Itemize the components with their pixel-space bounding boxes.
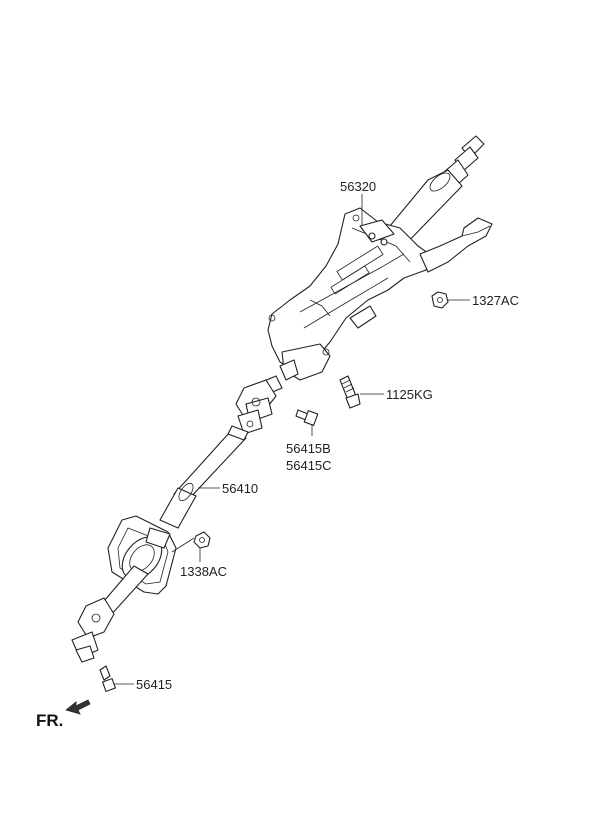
leader-lines xyxy=(114,194,470,685)
label-56415c: 56415C xyxy=(286,458,332,473)
label-56320: 56320 xyxy=(340,179,376,194)
label-56415b: 56415B xyxy=(286,441,331,456)
lower-universal-joint xyxy=(71,565,149,663)
intermediate-shaft xyxy=(159,425,249,529)
label-fr: FR. xyxy=(36,711,63,730)
label-1338ac: 1338AC xyxy=(180,564,227,579)
label-1125kg: 1125KG xyxy=(386,387,433,402)
pinch-bolt-lower xyxy=(99,665,116,692)
upper-universal-joint xyxy=(235,375,283,435)
pinch-bolt-upper xyxy=(295,409,319,436)
boot-seal-plate xyxy=(107,515,177,595)
nut-1338ac xyxy=(193,531,211,549)
nut-1327ac xyxy=(431,291,449,309)
steering-column-assembly xyxy=(267,135,493,381)
bolt-1125kg xyxy=(339,375,361,409)
label-56410: 56410 xyxy=(222,481,258,496)
label-1327ac: 1327AC xyxy=(472,293,519,308)
label-56415: 56415 xyxy=(136,677,172,692)
front-direction-arrow-icon xyxy=(65,699,91,715)
